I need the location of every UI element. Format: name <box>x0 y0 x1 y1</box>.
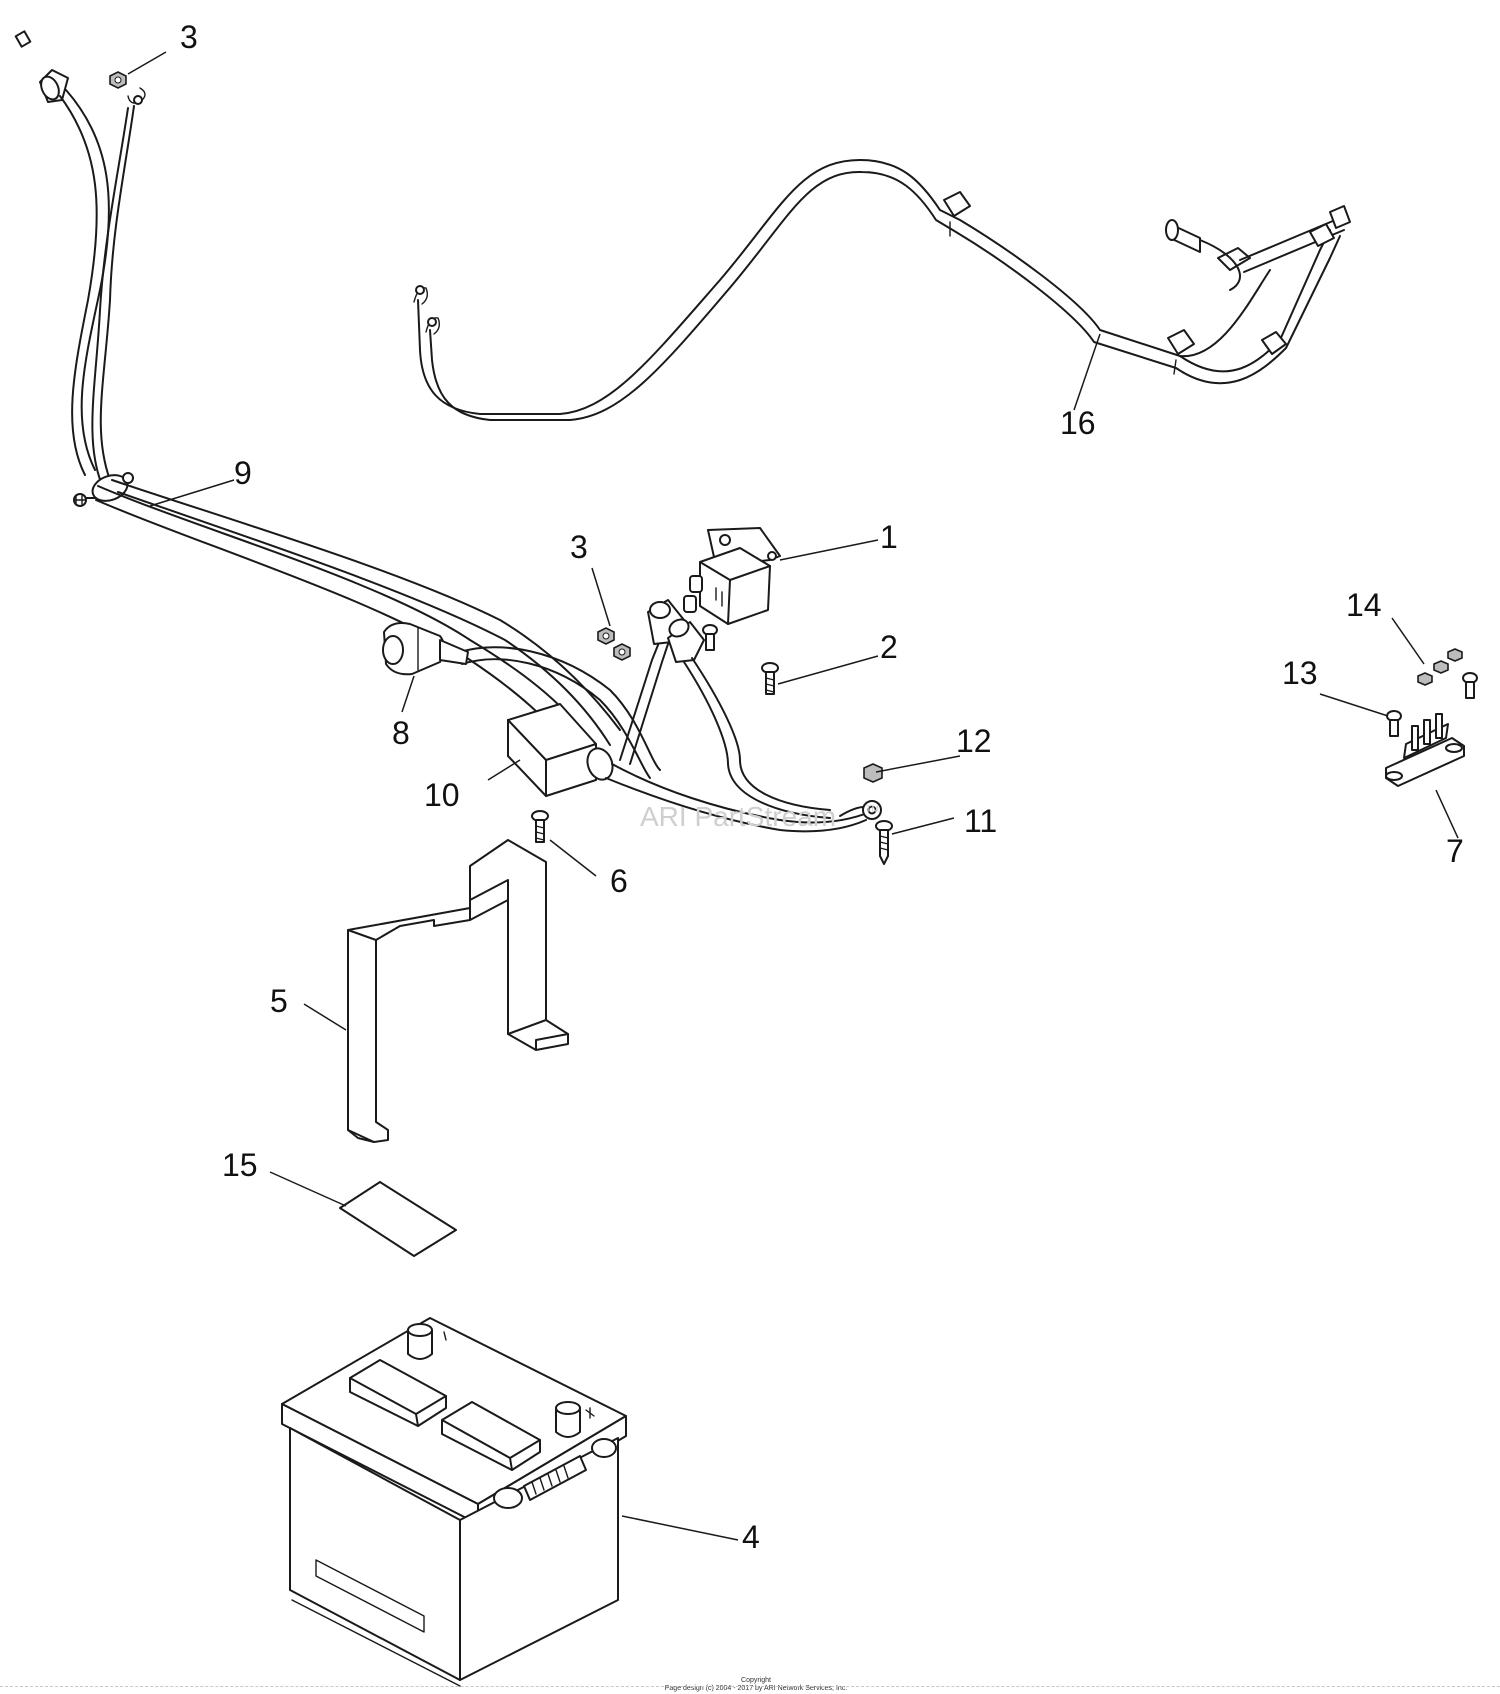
bolt-part-11 <box>875 820 893 865</box>
leader-lines <box>127 51 1459 1541</box>
page-bottom-divider <box>0 1686 1500 1687</box>
callout-9: 9 <box>234 455 252 491</box>
callout-3-middle: 3 <box>570 529 588 565</box>
solenoid-part-1 <box>683 527 781 625</box>
callout-8: 8 <box>392 715 410 751</box>
callout-7: 7 <box>1446 833 1464 869</box>
long-cable-part-16 <box>413 159 1351 421</box>
terminal-clamp-part-8 <box>382 622 469 676</box>
label-part-15 <box>339 1181 457 1257</box>
callout-16: 16 <box>1060 405 1096 441</box>
callout-1: 1 <box>880 519 898 555</box>
callout-11: 11 <box>964 803 997 839</box>
fuse-holder-part-10 <box>507 703 882 833</box>
callout-10: 10 <box>424 777 460 813</box>
callout-13: 13 <box>1282 655 1318 691</box>
battery-part-4 <box>281 1317 627 1687</box>
copyright-text: Page design (c) 2004 - 2017 by ARI Netwo… <box>665 1685 848 1692</box>
screw-part-13 <box>1386 710 1402 737</box>
callout-4: 4 <box>742 1519 760 1555</box>
terminal-block-part-7 <box>1385 713 1465 787</box>
bolt-part-6 <box>531 810 549 843</box>
nuts-part-3-middle <box>597 627 631 661</box>
watermark-text: ARI PartStream <box>640 801 836 832</box>
callouts: 1 2 3 3 4 5 6 7 8 9 10 11 12 13 14 15 16 <box>180 19 1464 1555</box>
callout-5: 5 <box>270 983 288 1019</box>
nuts-part-14 <box>1417 648 1478 699</box>
callout-2: 2 <box>880 629 898 665</box>
nut-part-12 <box>863 763 883 783</box>
nut-part-3-top <box>109 71 127 89</box>
callout-12: 12 <box>956 723 992 759</box>
cable-harness-part-9 <box>14 30 661 779</box>
screw-part-2 <box>702 624 779 695</box>
copyright-label: Copyright <box>741 1677 771 1684</box>
callout-15: 15 <box>222 1147 258 1183</box>
battery-bracket-part-5 <box>347 839 569 1143</box>
watermark-trademark: TM <box>866 804 879 814</box>
callout-3-top: 3 <box>180 19 198 55</box>
callout-6: 6 <box>610 863 628 899</box>
solenoid-cable <box>619 599 831 819</box>
callout-14: 14 <box>1346 587 1382 623</box>
